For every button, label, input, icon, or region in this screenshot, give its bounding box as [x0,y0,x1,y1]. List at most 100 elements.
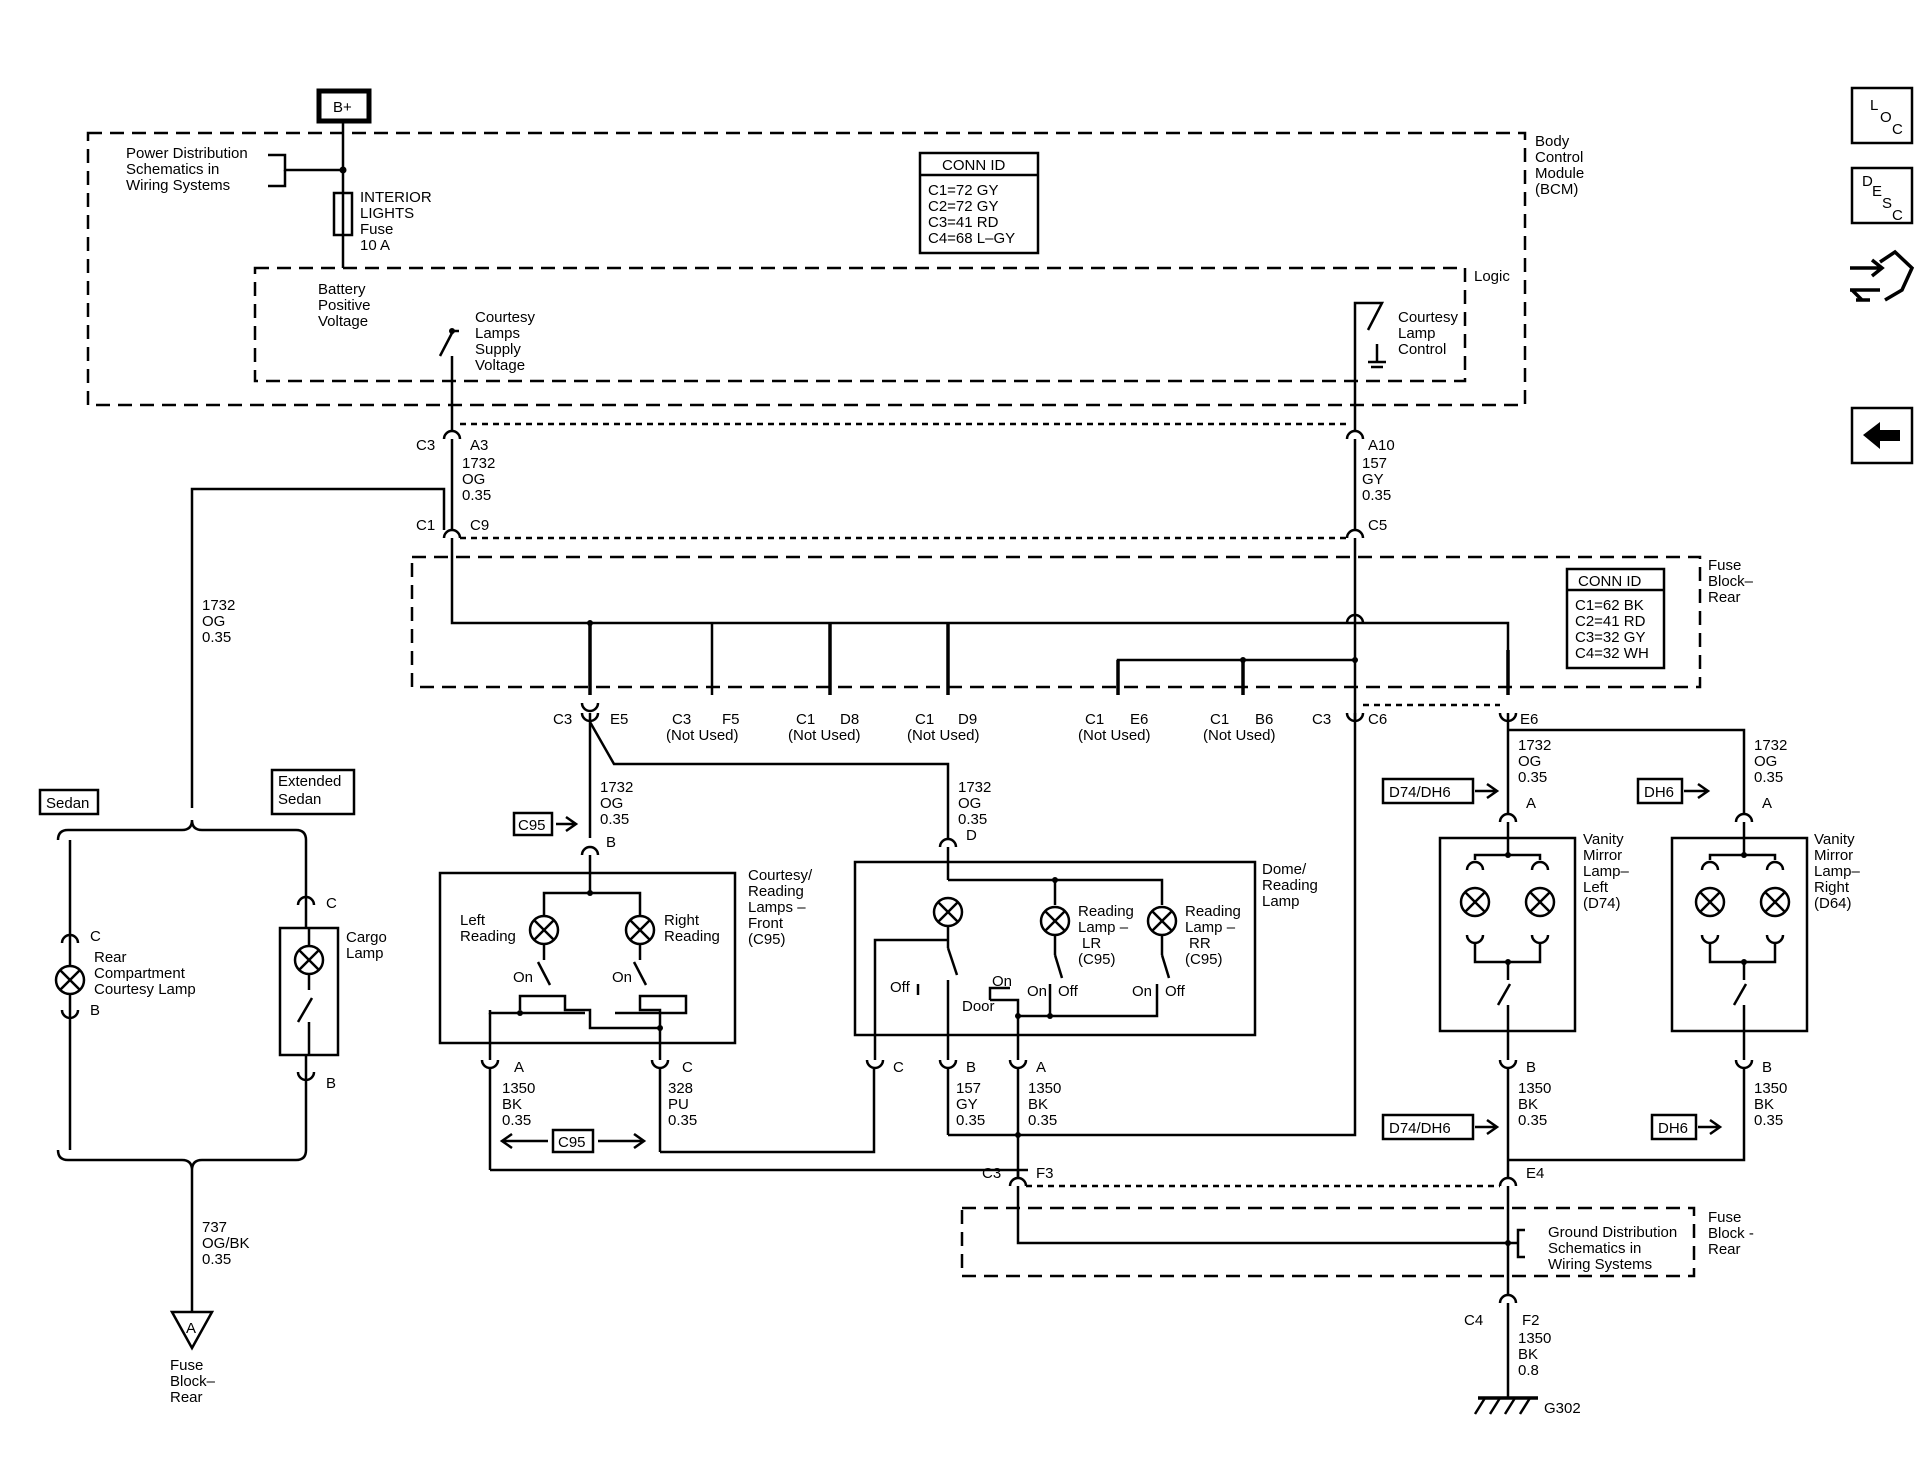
svg-text:C4: C4 [1464,1312,1483,1329]
extended-sedan-label: Extended [278,773,341,790]
svg-text:D: D [1862,173,1873,190]
svg-text:E: E [1872,183,1882,200]
svg-text:157: 157 [1362,455,1387,472]
svg-text:Schematics in: Schematics in [1548,1240,1641,1257]
svg-text:Off: Off [1165,983,1186,1000]
svg-text:(C95): (C95) [1185,951,1223,968]
svg-text:Schematics in: Schematics in [126,161,219,178]
courtesy-reading-front: 1732 OG 0.35 C95 B Left Reading Right Re… [438,713,1028,1172]
svg-text:Lamp –: Lamp – [1185,919,1236,936]
svg-text:Front: Front [748,915,784,932]
fuse-block-rear-top: Fuse Block– Rear [410,538,1754,722]
d74-option-label-2: D74/DH6 [1389,1120,1451,1137]
svg-text:(BCM): (BCM) [1535,181,1578,198]
svg-text:Reading: Reading [1185,903,1241,920]
svg-text:C3: C3 [672,711,691,728]
svg-text:C: C [1892,207,1903,224]
svg-text:Fuse: Fuse [1708,557,1741,574]
svg-text:C1: C1 [416,517,435,534]
svg-text:Rear: Rear [1708,589,1741,606]
svg-text:1732: 1732 [600,779,633,796]
svg-text:C4=32 WH: C4=32 WH [1575,645,1649,662]
svg-text:(Not Used): (Not Used) [666,727,739,744]
svg-text:1350: 1350 [1028,1080,1061,1097]
svg-text:(C95): (C95) [1078,951,1116,968]
svg-text:(Not Used): (Not Used) [1203,727,1276,744]
svg-text:Lamps –: Lamps – [748,899,806,916]
svg-text:On: On [1132,983,1152,1000]
svg-text:Right: Right [664,912,700,929]
svg-text:A: A [1762,795,1772,812]
svg-text:Rear: Rear [94,949,127,966]
svg-text:Supply: Supply [475,341,521,358]
svg-text:CONN ID: CONN ID [942,157,1006,174]
svg-text:1350: 1350 [1518,1330,1551,1347]
svg-text:Lamp: Lamp [1262,893,1300,910]
svg-text:Courtesy Lamp: Courtesy Lamp [94,981,196,998]
svg-text:C1: C1 [915,711,934,728]
svg-text:157: 157 [956,1080,981,1097]
svg-text:On: On [992,973,1012,990]
svg-text:E6: E6 [1520,711,1538,728]
svg-text:1732: 1732 [958,779,991,796]
bcm-module: Body Control Module (BCM) Logic [86,131,1584,407]
svg-text:Lamp–: Lamp– [1583,863,1630,880]
back-arrow-button[interactable] [1850,406,1914,465]
svg-text:Left: Left [460,912,486,929]
svg-text:B6: B6 [1255,711,1273,728]
svg-text:C: C [326,895,337,912]
svg-text:0.35: 0.35 [1518,1112,1547,1129]
svg-text:Fuse: Fuse [170,1357,203,1374]
svg-text:BK: BK [1518,1096,1538,1113]
power-dist-text: Power Distribution [126,145,248,162]
dh6-option-label: DH6 [1644,784,1674,801]
courtesy-control-switch: Courtesy Lamp Control [1353,301,1459,430]
c95-option-label: C95 [518,817,546,834]
svg-text:10 A: 10 A [360,237,390,254]
fuse-label: INTERIOR [360,189,432,206]
svg-text:Control: Control [1535,149,1583,166]
connector-view-icon[interactable] [1850,249,1915,302]
svg-text:C3: C3 [416,437,435,454]
svg-text:BK: BK [1028,1096,1048,1113]
svg-text:On: On [513,969,533,986]
svg-text:GY: GY [1362,471,1384,488]
svg-text:0.35: 0.35 [502,1112,531,1129]
svg-text:C2=41 RD: C2=41 RD [1575,613,1646,630]
svg-text:C1=62 BK: C1=62 BK [1575,597,1644,614]
svg-text:C4=68 L–GY: C4=68 L–GY [928,230,1015,247]
svg-text:Compartment: Compartment [94,965,186,982]
svg-text:C6: C6 [1368,711,1387,728]
svg-text:A: A [1036,1059,1046,1076]
svg-text:Sedan: Sedan [278,791,321,808]
svg-text:(D74): (D74) [1583,895,1621,912]
svg-text:D8: D8 [840,711,859,728]
svg-text:L: L [1870,97,1878,114]
svg-text:A10: A10 [1368,437,1395,454]
svg-text:1732: 1732 [1518,737,1551,754]
svg-text:0.35: 0.35 [600,811,629,828]
svg-text:Lamp –: Lamp – [1078,919,1129,936]
svg-text:B: B [1762,1059,1772,1076]
fuse-block-outputs: C3 E5 C3 F5 (Not Used) C1 D8 (Not Used) … [553,702,1538,744]
svg-text:OG: OG [462,471,485,488]
svg-text:BK: BK [502,1096,522,1113]
fuse-ref-triangle [169,1310,215,1351]
svg-text:Courtesy/: Courtesy/ [748,867,813,884]
d74-option-label: D74/DH6 [1389,784,1451,801]
loc-nav-button[interactable]: L O C [1850,86,1914,145]
svg-text:(Not Used): (Not Used) [788,727,861,744]
svg-text:S: S [1882,195,1892,212]
svg-text:0.35: 0.35 [1754,769,1783,786]
svg-text:Body: Body [1535,133,1570,150]
svg-text:0.35: 0.35 [1754,1112,1783,1129]
svg-text:Off: Off [890,979,911,996]
svg-text:C3=41 RD: C3=41 RD [928,214,999,231]
battery-label: Battery [318,281,366,298]
svg-text:Fuse: Fuse [360,221,393,238]
desc-nav-button[interactable]: D E S C [1850,166,1914,225]
svg-text:0.35: 0.35 [1028,1112,1057,1129]
sedan-label: Sedan [46,795,89,812]
svg-text:BK: BK [1518,1346,1538,1363]
svg-text:PU: PU [668,1096,689,1113]
